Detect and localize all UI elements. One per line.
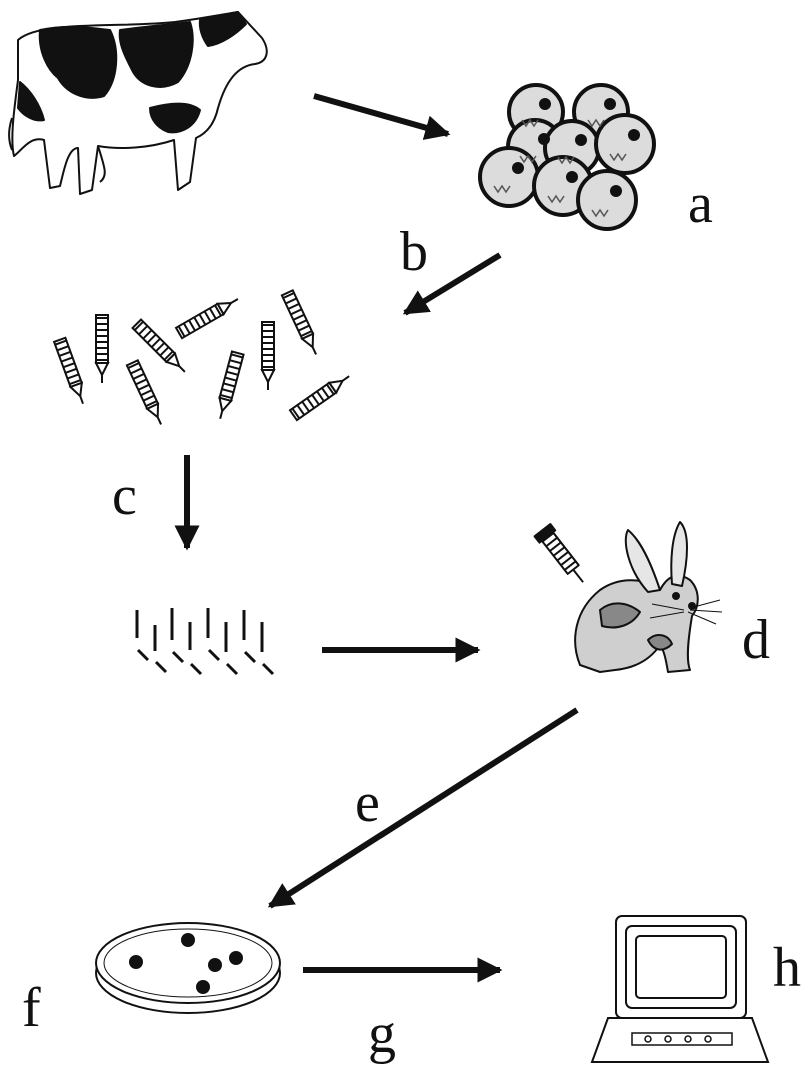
label-f: f xyxy=(22,980,41,1036)
label-a: a xyxy=(688,176,713,232)
arrow-e xyxy=(270,710,577,906)
dna-fragments-icon xyxy=(137,608,273,674)
test-tubes-icon xyxy=(54,290,352,427)
computer-icon xyxy=(592,916,768,1062)
cow-icon xyxy=(9,12,267,194)
label-g: g xyxy=(368,1006,396,1062)
rabbit-injection-icon xyxy=(535,522,722,672)
cells-icon xyxy=(480,85,654,229)
arrows xyxy=(187,96,577,970)
label-d: d xyxy=(742,612,770,668)
arrow-cow-to-cells xyxy=(314,96,448,134)
label-h: h xyxy=(773,940,801,996)
petri-dish-icon xyxy=(96,923,280,1013)
label-b: b xyxy=(400,224,428,280)
label-c: c xyxy=(112,468,137,524)
label-e: e xyxy=(355,775,380,831)
